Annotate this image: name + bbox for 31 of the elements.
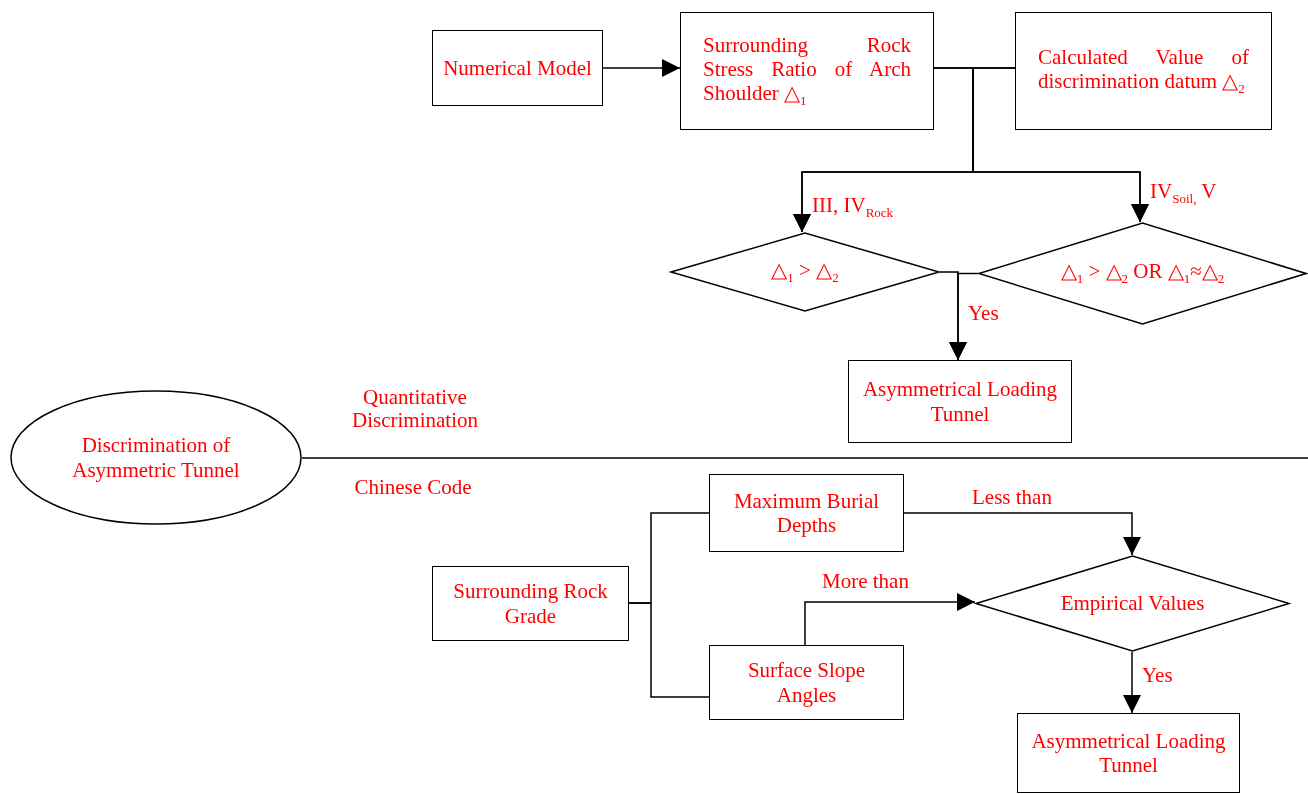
arrow [1123,651,1141,714]
node-label: Discrimination of Asymmetric Tunnel [71,433,241,482]
node-label: Surface Slope Angles [746,658,867,707]
node-label: Asymmetrical Loading Tunnel [1030,728,1227,778]
node-label: Asymmetrical Loading Tunnel [861,377,1059,426]
process-box [848,360,1072,443]
decision-diamond [670,232,940,312]
process-box [432,30,603,106]
arrow [972,67,1149,223]
node-label: Empirical Values [1060,591,1205,616]
arrow [804,593,976,646]
ellipse-node [10,390,302,525]
node-label: Calculated Value of discrimination datum △$_{2}$ [1038,44,1249,98]
arrow [602,59,681,77]
process-box [709,474,904,552]
arrow [949,272,979,361]
node-label: Surrounding Rock Stress Ratio of Arch Shoulder △$_{1}$ [703,32,911,110]
decision-diamond [975,555,1290,652]
node-label: Numerical Model [443,55,592,81]
arrow [903,512,1141,556]
node-label: Maximum Burial Depths [732,488,881,538]
process-box [432,566,629,641]
process-box [1017,713,1240,793]
node-label: Surrounding Rock Grade [452,579,609,628]
process-box [1015,12,1272,130]
node-label: △$_{1}$ > △$_{2}$ OR △$_{1}$≈△$_{2}$ [1060,259,1225,288]
process-box [680,12,934,130]
node-label: △$_{1}$ > △$_{2}$ [771,257,839,287]
process-box [709,645,904,720]
connector-line [628,602,710,698]
connector-line [301,457,1308,459]
